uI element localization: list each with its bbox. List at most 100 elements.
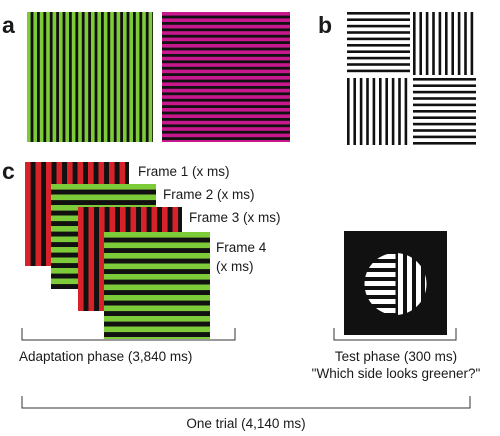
black-line: [470, 12, 474, 75]
red-stripe: [25, 162, 31, 266]
magenta-stripe: [162, 127, 290, 131]
red-stripe: [46, 162, 52, 266]
black-line: [464, 12, 467, 75]
magenta-stripe: [162, 101, 290, 106]
test-white-stripe: [407, 253, 412, 315]
trial-label: One trial (4,140 ms): [186, 416, 306, 431]
green-stripe: [97, 12, 101, 142]
green-stripe: [84, 12, 89, 142]
green-vertical-grating: [27, 12, 153, 142]
black-line: [413, 116, 476, 119]
magenta-stripe: [162, 18, 290, 22]
green-stripe: [27, 12, 31, 142]
green-stripes: [27, 12, 153, 142]
green-stripe: [142, 12, 146, 142]
black-line: [347, 44, 410, 47]
magenta-stripe: [162, 133, 290, 138]
green-stripe: [104, 295, 210, 301]
magenta-stripe: [162, 108, 290, 112]
green-stripe: [59, 12, 63, 142]
black-line: [347, 69, 410, 73]
green-stripe: [104, 316, 210, 322]
test-white-stripe: [425, 253, 427, 315]
green-stripe: [129, 12, 133, 142]
black-line: [457, 12, 461, 75]
test-white-stripe: [364, 272, 396, 277]
magenta-stripe: [162, 120, 290, 125]
black-line: [445, 12, 448, 75]
magenta-stripe: [162, 50, 290, 54]
green-stripe: [33, 12, 37, 142]
magenta-stripe: [162, 76, 290, 80]
test-white-stripe: [364, 281, 396, 286]
black-line: [432, 12, 435, 75]
magenta-horizontal-grating: [162, 12, 290, 142]
black-line: [413, 12, 416, 75]
green-stripe: [116, 12, 121, 142]
green-stripe: [104, 242, 210, 249]
magenta-stripe: [162, 114, 290, 118]
green-stripe: [104, 337, 210, 339]
green-stripe: [104, 305, 210, 312]
magenta-stripe: [162, 56, 290, 61]
red-stripe: [35, 162, 42, 266]
black-line: [347, 63, 410, 66]
green-stripe: [51, 184, 156, 190]
frame-4-duration: (x ms): [216, 259, 254, 274]
black-line: [413, 142, 476, 145]
black-line: [413, 90, 476, 94]
green-stripe: [39, 12, 44, 142]
frame-4-label: Frame 4: [216, 240, 267, 255]
test-white-stripe: [364, 290, 396, 295]
black-line: [413, 78, 476, 81]
magenta-stripe: [162, 95, 290, 99]
test-white-stripe: [364, 299, 396, 304]
magenta-stripe: [162, 69, 290, 74]
green-stripe: [104, 326, 210, 333]
trial-bracket: [21, 396, 471, 409]
test-white-stripe: [364, 308, 396, 313]
green-stripe: [51, 194, 156, 201]
adaptation-phase-label: Adaptation phase (3,840 ms): [19, 349, 193, 364]
black-line: [438, 12, 442, 75]
green-stripe: [78, 12, 82, 142]
magenta-stripes: [162, 12, 290, 142]
magenta-stripe: [162, 63, 290, 67]
magenta-stripe: [162, 88, 290, 93]
black-line: [347, 37, 410, 41]
panel-label-a: a: [2, 12, 15, 38]
black-line: [347, 78, 350, 145]
black-line: [419, 12, 422, 75]
black-line: [391, 78, 395, 145]
green-stripe: [110, 12, 114, 142]
black-line: [413, 84, 476, 87]
black-line: [385, 78, 388, 145]
panel-label-c: c: [2, 158, 15, 184]
test-question-label: "Which side looks greener?": [311, 366, 481, 381]
test-white-stripe: [416, 253, 421, 315]
frame-2-label: Frame 2 (x ms): [163, 187, 255, 202]
black-line: [372, 78, 376, 145]
green-stripe: [104, 274, 210, 280]
black-line: [347, 56, 410, 60]
green-stripe: [71, 12, 76, 142]
green-stripe: [104, 253, 210, 259]
grating-background: [27, 12, 153, 142]
frame-4-green-horizontal: [104, 232, 210, 339]
red-stripe: [99, 207, 105, 311]
green-stripe: [104, 263, 210, 270]
green-stripe: [135, 12, 140, 142]
test-bracket: [333, 328, 457, 341]
magenta-stripe: [162, 82, 290, 86]
black-line: [398, 78, 401, 145]
frame-1-label: Frame 1 (x ms): [138, 164, 230, 179]
frame-3-label: Frame 3 (x ms): [189, 210, 281, 225]
black-line: [425, 12, 429, 75]
black-line: [413, 97, 476, 100]
adaptation-bracket: [21, 328, 236, 341]
magenta-stripe: [162, 140, 290, 142]
black-line: [347, 50, 410, 53]
green-stripe: [65, 12, 69, 142]
black-line: [347, 24, 410, 28]
